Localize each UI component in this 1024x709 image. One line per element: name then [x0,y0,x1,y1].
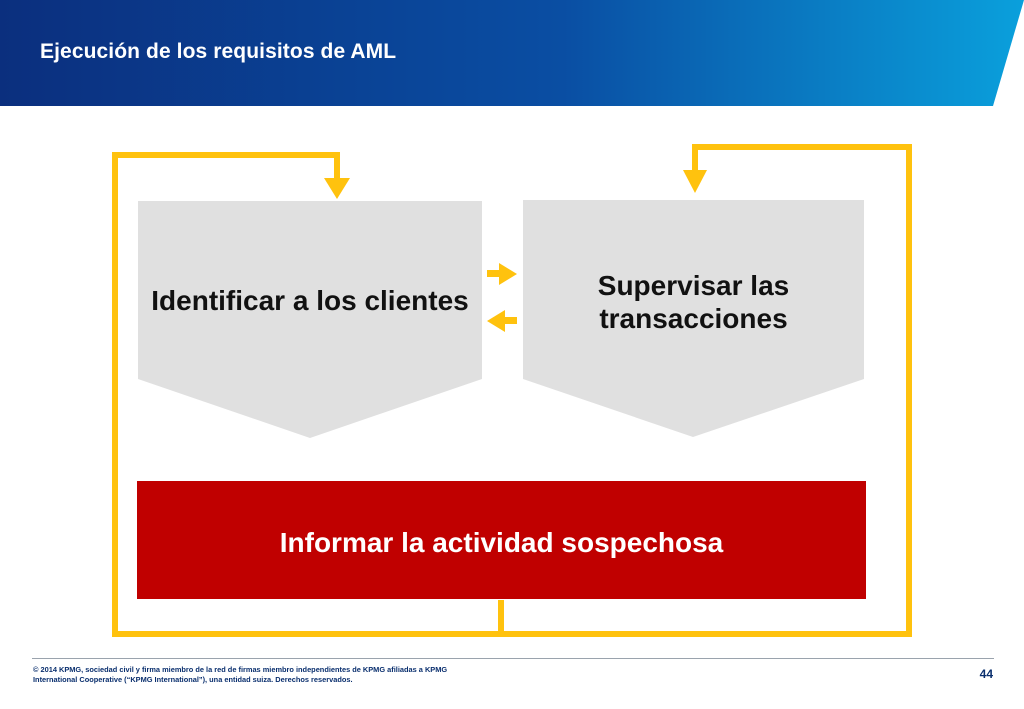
left-feedback-connector [112,152,504,637]
step-report-label: Informar la actividad sospechosa [279,527,724,558]
footer-divider [32,658,994,659]
arrow-down-into-monitor-icon [683,170,707,193]
page-number: 44 [979,667,993,681]
step-monitor-label: Supervisar las transacciones [597,270,790,335]
step-monitor-shape [523,200,864,437]
step-report-shape [137,481,866,599]
right-feedback-connector [501,144,912,637]
header-bar [0,0,1024,106]
arrow-down-into-identify-icon [324,178,350,199]
step-identify-label: Identificar a los clientes [151,285,469,316]
arrow-left-icon [487,310,517,332]
page-title: Ejecución de los requisitos de AML [40,40,397,63]
step-identify-shape [138,201,482,438]
arrow-right-icon [487,263,517,285]
footer-copyright: © 2014 KPMG, sociedad civil y firma miem… [33,665,448,684]
